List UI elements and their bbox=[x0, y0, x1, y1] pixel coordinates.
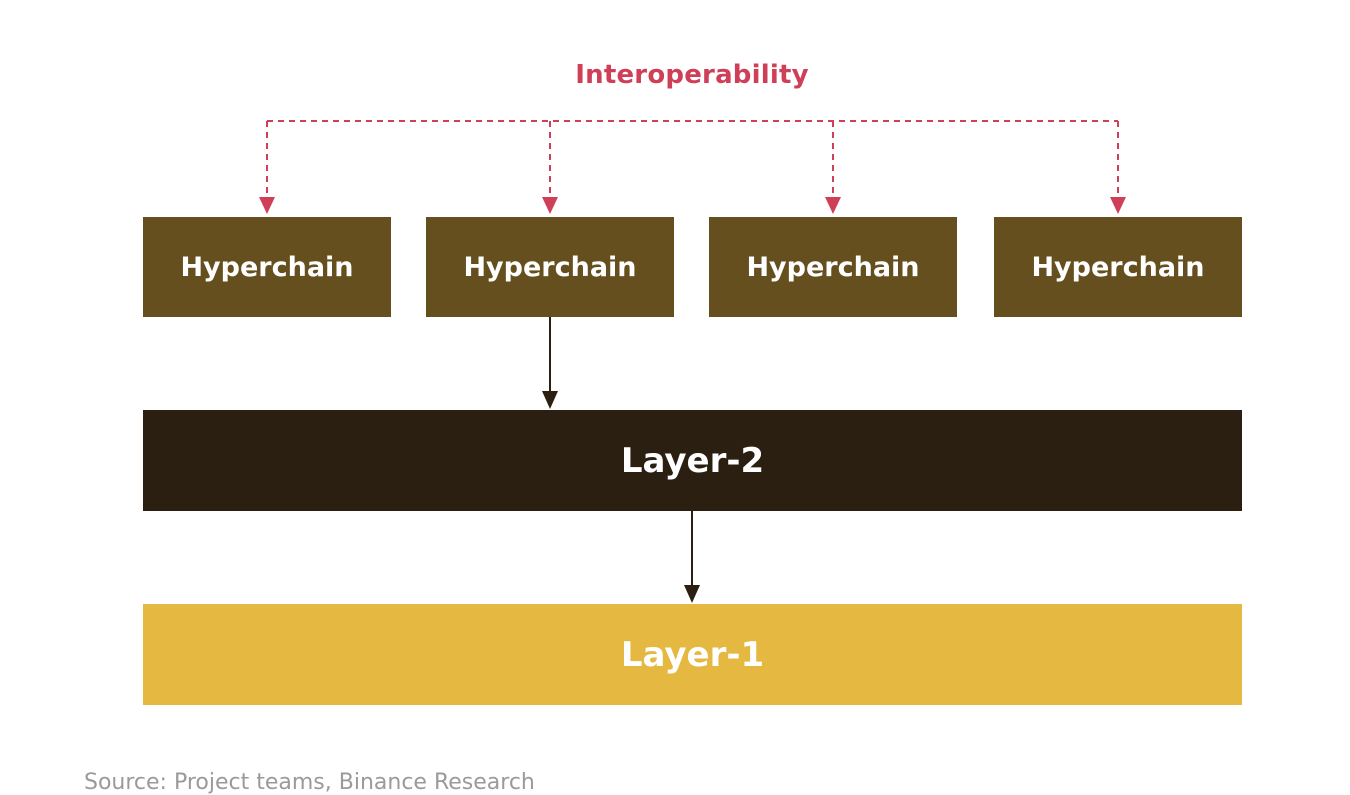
hyperchain-box-1: Hyperchain bbox=[143, 217, 391, 317]
interop-arrow-hyperchain-2 bbox=[542, 197, 558, 214]
interoperability-title: Interoperability bbox=[575, 60, 809, 90]
hyperchain-box-2: Hyperchain bbox=[426, 217, 674, 317]
source-caption: Source: Project teams, Binance Research bbox=[84, 770, 535, 795]
interop-arrow-hyperchain-3 bbox=[825, 197, 841, 214]
layer-2-box: Layer-2 bbox=[143, 410, 1242, 511]
hyperchain-to-layer2-arrow bbox=[542, 317, 558, 409]
interop-arrow-hyperchain-4 bbox=[1110, 197, 1126, 214]
layer2-to-layer1-arrow bbox=[684, 511, 700, 603]
hyperchain-box-3: Hyperchain bbox=[709, 217, 957, 317]
layer-1-box: Layer-1 bbox=[143, 604, 1242, 705]
hyperchain-box-4: Hyperchain bbox=[994, 217, 1242, 317]
interoperability-connector bbox=[259, 120, 1126, 214]
interop-arrow-hyperchain-1 bbox=[259, 197, 275, 214]
